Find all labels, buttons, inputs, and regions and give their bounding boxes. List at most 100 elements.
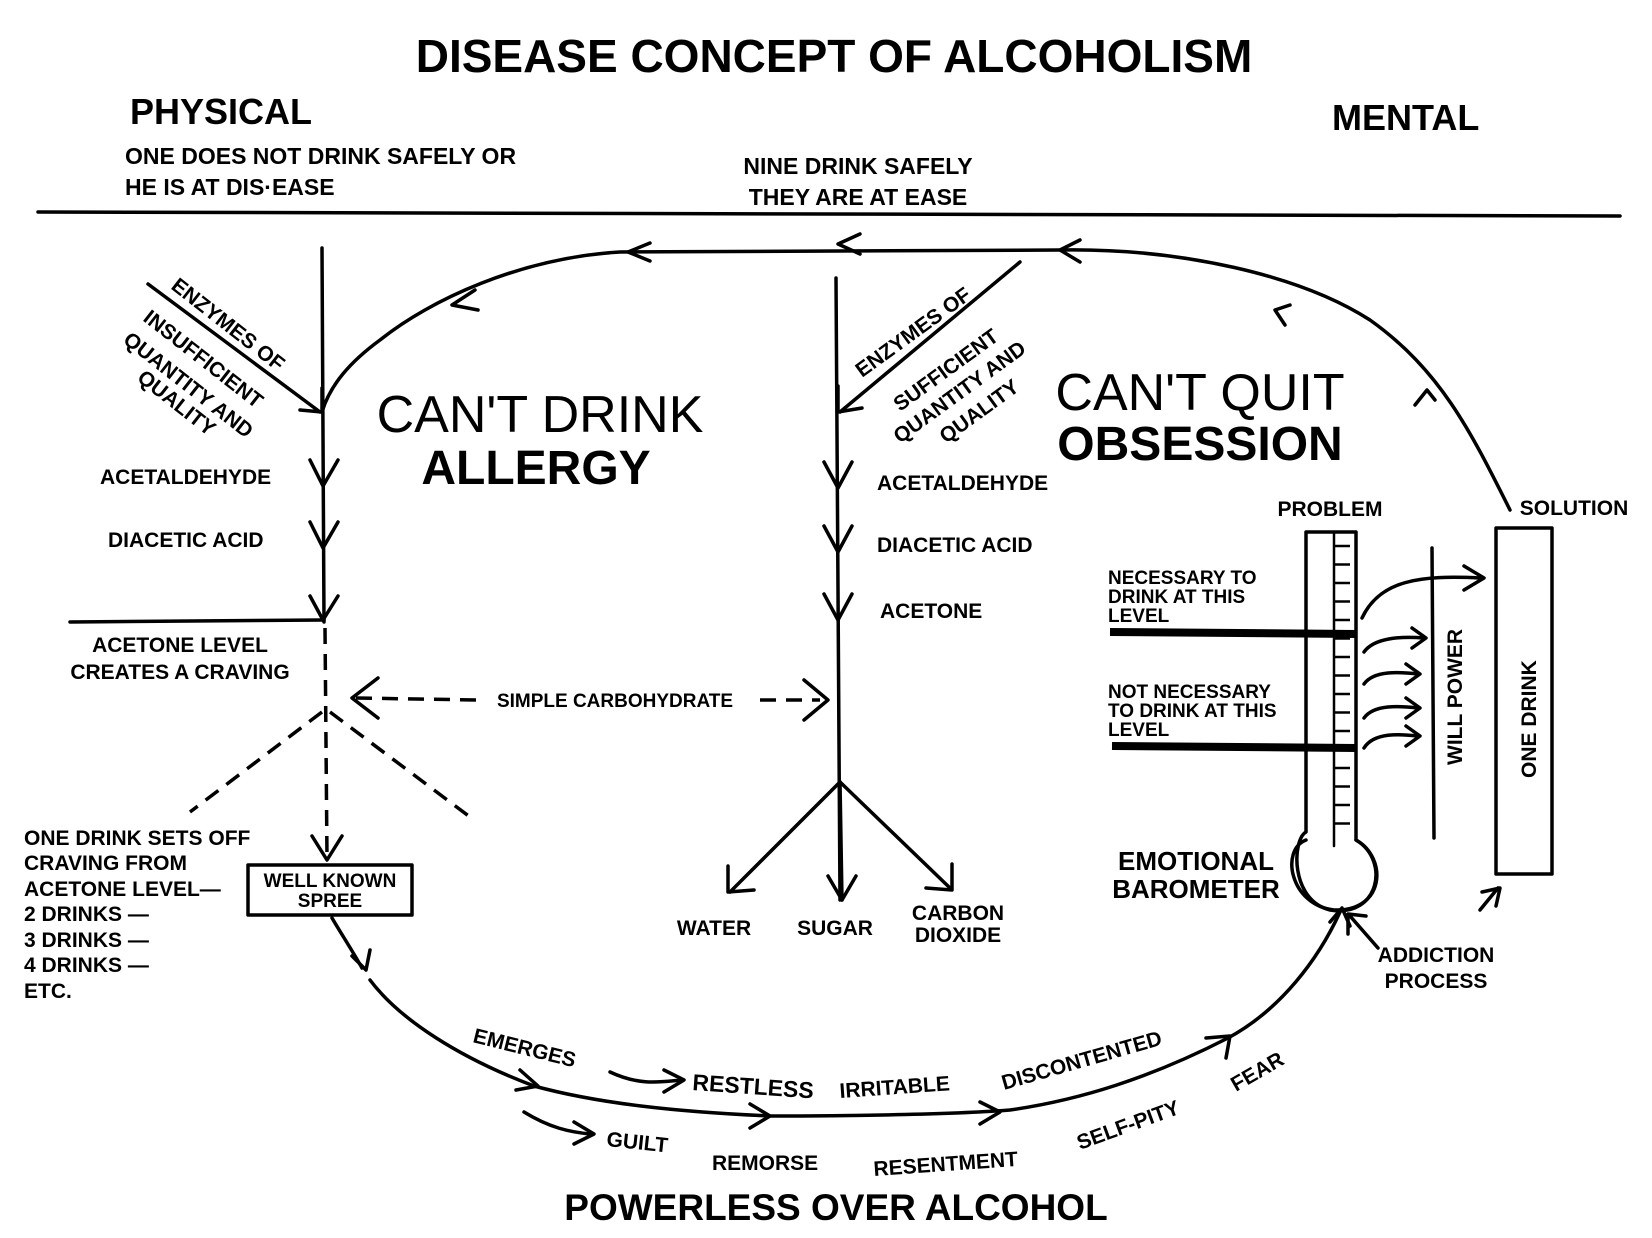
svg-text:WILL POWER: WILL POWER — [1444, 629, 1467, 765]
not-necessary-line3: LEVEL — [1108, 720, 1170, 741]
cycle-label-irritable: IRRITABLE — [839, 1072, 951, 1103]
arc-arrow-2 — [836, 232, 862, 256]
obsession-label: OBSESSION — [1057, 418, 1342, 471]
cycle-label-self-pity: SELF-PITY — [1074, 1096, 1183, 1154]
willpower-arrow-5-head — [1404, 724, 1422, 748]
dioxide-label: DIOXIDE — [915, 924, 1001, 947]
nine-safe-line1: NINE DRINK SAFELY — [743, 153, 972, 179]
left-dashed-down — [323, 627, 329, 859]
cycle-arrow-barometer — [1328, 906, 1352, 928]
dashed-branch-left — [188, 710, 324, 814]
addiction-line2: PROCESS — [1385, 970, 1488, 993]
svg-text:SELF-PITY: SELF-PITY — [1074, 1096, 1183, 1154]
barometer-line1: EMOTIONAL — [1118, 846, 1274, 876]
spree-box — [246, 863, 414, 917]
right-chevron-3 — [822, 592, 854, 622]
necessary-level-bar — [1109, 628, 1357, 638]
sugar-label: SUGAR — [797, 917, 873, 940]
branch-sugar — [838, 780, 844, 902]
diagram-title: DISEASE CONCEPT OF ALCOHOLISM — [416, 30, 1253, 82]
carbon-label: CARBON — [912, 902, 1004, 925]
right-diacetic-acid: DIACETIC ACID — [877, 534, 1033, 557]
one-drink-sets-7: ETC. — [24, 980, 72, 1003]
cycle-label-guilt: GUILT — [605, 1128, 669, 1157]
arc-arrow-5 — [1273, 303, 1292, 327]
header-divider — [36, 210, 1622, 218]
one-not-safe-line2: HE IS AT DIS·EASE — [125, 174, 335, 200]
simple-carb-arrow-right — [802, 678, 830, 722]
addiction-arrow — [1346, 912, 1380, 950]
one-drink-up-arrow — [1478, 886, 1502, 912]
will-power-label: WILL POWER — [1444, 629, 1467, 765]
willpower-arrow-2-head — [1410, 626, 1428, 650]
bottom-cycle-arc — [368, 910, 1342, 1118]
cycle-arrow-resentment — [978, 1100, 1002, 1126]
willpower-arrow-3 — [1362, 670, 1420, 686]
one-drink-sets-4: 2 DRINKS — — [24, 903, 149, 926]
emerges-restless-head — [662, 1068, 686, 1094]
left-diacetic-acid: DIACETIC ACID — [108, 529, 264, 552]
top-loop-arc — [320, 248, 1512, 512]
svg-text:GUILT: GUILT — [605, 1128, 669, 1157]
willpower-arrow-1 — [1360, 575, 1482, 620]
left-chevron-1 — [308, 458, 340, 488]
cycle-label-restless: RESTLESS — [692, 1069, 815, 1103]
branch-carbon-arrow — [924, 862, 954, 892]
willpower-line — [1430, 546, 1436, 840]
acetone-level-line2: CREATES A CRAVING — [70, 661, 289, 684]
cycle-label-fear: FEAR — [1227, 1048, 1288, 1097]
one-not-safe-line1: ONE DOES NOT DRINK SAFELY OR — [125, 143, 516, 169]
willpower-arrow-4 — [1362, 704, 1420, 720]
branch-water — [728, 780, 842, 894]
willpower-arrow-4-head — [1404, 696, 1422, 720]
cycle-arrow-fear — [1204, 1034, 1232, 1060]
cycle-arrow-remorse — [748, 1102, 772, 1130]
willpower-arrow-3-head — [1404, 662, 1422, 686]
acetone-level-line — [68, 618, 326, 624]
svg-text:DISCONTENTED: DISCONTENTED — [999, 1027, 1165, 1095]
cycle-label-discontented: DISCONTENTED — [999, 1027, 1165, 1095]
problem-label: PROBLEM — [1278, 498, 1383, 521]
one-drink-sets-3: ACETONE LEVEL— — [24, 878, 221, 901]
branch-water-arrow — [726, 864, 756, 894]
willpower-arrow-1-head — [1462, 564, 1486, 592]
right-chevron-1 — [822, 460, 854, 490]
left-enzymes-label: ENZYMES OF — [167, 274, 289, 376]
cycle-label-resentment: RESENTMENT — [873, 1148, 1019, 1181]
one-drink-sets-5: 3 DRINKS — — [24, 929, 149, 952]
arc-arrow-6 — [1413, 388, 1437, 407]
left-chevron-2 — [308, 520, 340, 550]
right-acetone: ACETONE — [880, 600, 982, 623]
left-enzyme-diagonal — [146, 282, 322, 414]
barometer-ticks — [1334, 544, 1350, 825]
guilt-arrow-head — [572, 1120, 596, 1146]
spree-to-cycle-head — [350, 948, 372, 972]
one-drink-sets-1: ONE DRINK SETS OFF — [24, 827, 251, 850]
arc-arrow-1 — [626, 241, 652, 263]
arc-arrow-3 — [1058, 238, 1082, 264]
necessary-line1: NECESSARY TO — [1108, 568, 1257, 589]
simple-carbohydrate-label: SIMPLE CARBOHYDRATE — [497, 691, 733, 712]
one-drink-sets-2: CRAVING FROM — [24, 852, 187, 875]
willpower-arrow-2 — [1362, 635, 1426, 654]
necessary-line2: DRINK AT THIS — [1108, 587, 1245, 608]
simple-carb-dash-left — [355, 696, 479, 702]
allergy-label: ALLERGY — [421, 442, 650, 495]
one-drink-label: ONE DRINK — [1518, 660, 1541, 778]
left-acetaldehyde: ACETALDEHYDE — [100, 466, 271, 489]
spree-line2: SPREE — [298, 891, 362, 912]
addiction-line1: ADDICTION — [1378, 944, 1495, 967]
arc-arrow-4 — [450, 288, 480, 312]
cant-quit-label: CAN'T QUIT — [1055, 364, 1344, 422]
cant-drink-label: CAN'T DRINK — [377, 386, 704, 444]
right-enzyme-diagonal — [838, 260, 1022, 414]
simple-carb-arrow-left — [350, 676, 380, 720]
branch-carbon — [838, 780, 952, 890]
cycle-label-remorse: REMORSE — [712, 1152, 818, 1175]
svg-text:ONE DRINK: ONE DRINK — [1518, 660, 1541, 778]
svg-text:FEAR: FEAR — [1227, 1048, 1288, 1097]
one-drink-sets-6: 4 DRINKS — — [24, 954, 149, 977]
acetone-level-line1: ACETONE LEVEL — [92, 634, 268, 657]
nine-safe-line2: THEY ARE AT EASE — [749, 184, 968, 210]
